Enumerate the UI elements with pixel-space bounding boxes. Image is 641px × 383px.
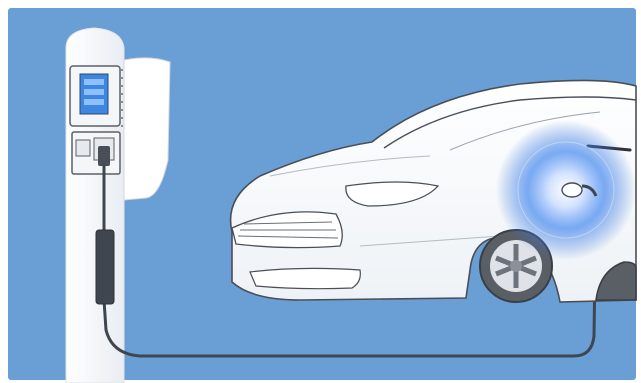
car-lower-intake	[250, 268, 360, 288]
socket-left	[76, 140, 90, 156]
screen-line-3	[84, 99, 104, 105]
screen-line-2	[84, 89, 104, 95]
station-hood	[124, 58, 170, 200]
screen-line-1	[84, 79, 104, 85]
cable-adapter	[96, 230, 114, 304]
plug-head	[98, 146, 110, 166]
